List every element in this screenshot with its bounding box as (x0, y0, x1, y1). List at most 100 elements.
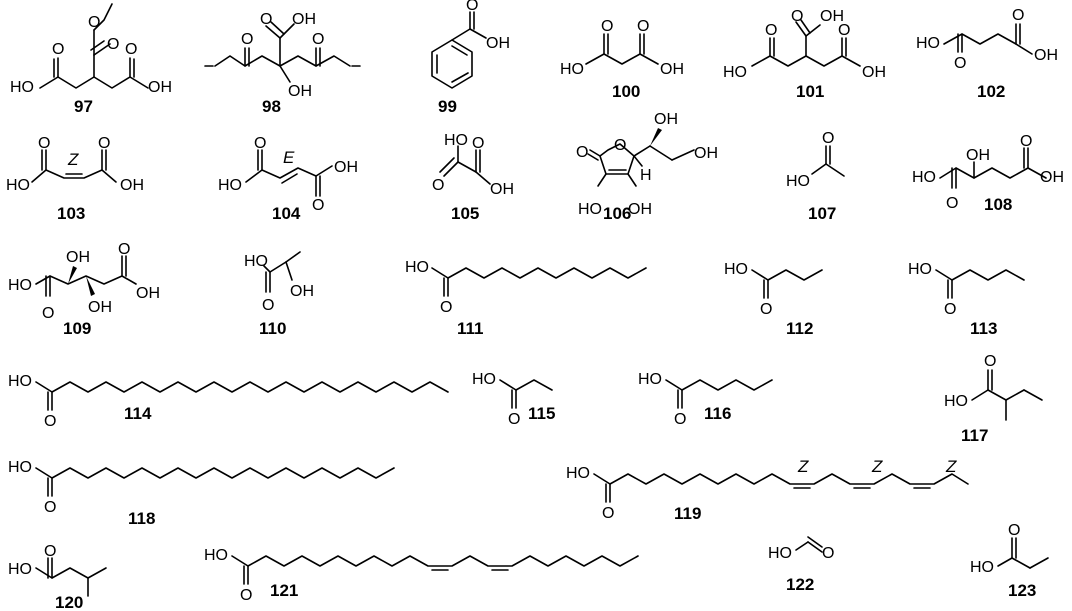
atom-label: O (44, 413, 56, 430)
compound-104: O O E HO OH 104 (218, 135, 358, 223)
atom-label: HO (8, 459, 32, 476)
atom-label: HO (218, 177, 242, 194)
atom-label: OH (490, 181, 514, 198)
atom-label: HO (560, 61, 584, 78)
atom-label: H (640, 167, 652, 184)
atom-label: OH (120, 177, 144, 194)
atom-label: O (118, 241, 130, 258)
compound-107: O HO 107 (786, 130, 845, 223)
atom-label: HO (916, 35, 940, 52)
atom-label: O (98, 135, 110, 152)
atom-label: O (38, 135, 50, 152)
compound-number: 120 (55, 593, 83, 611)
atom-label: O (674, 411, 686, 428)
atom-label: HO (944, 393, 968, 410)
atom-label: O (88, 14, 100, 31)
atom-label: O (125, 41, 137, 58)
compound-116: HO O 116 (638, 371, 773, 428)
compound-number: 107 (808, 204, 836, 223)
atom-label: OH (334, 159, 358, 176)
atom-label: O (440, 299, 452, 316)
atom-label: O (614, 137, 626, 154)
atom-label: O (42, 305, 54, 322)
compound-110: HO O OH 110 (244, 251, 314, 338)
compound-101: O O O OH HO OH 101 (723, 8, 886, 101)
atom-label: O (262, 297, 274, 314)
compound-number: 98 (262, 97, 281, 116)
compound-number: 114 (124, 404, 152, 423)
atom-label: HO (768, 545, 792, 562)
atom-label: OH (820, 8, 844, 25)
atom-label: HO (10, 79, 34, 96)
atom-label: O (576, 144, 588, 161)
atom-label: HO (6, 177, 30, 194)
compound-number: 119 (674, 504, 701, 523)
compound-number: 104 (272, 204, 301, 223)
atom-label: HO (8, 373, 32, 390)
compound-100: O O HO OH 100 (560, 18, 684, 101)
atom-label: O (508, 411, 520, 428)
atom-label: O (1020, 133, 1032, 150)
atom-label: HO (8, 561, 32, 578)
atom-label: O (601, 18, 613, 35)
compound-number: 117 (961, 426, 988, 445)
compound-number: 105 (451, 204, 479, 223)
compound-number: 111 (457, 319, 484, 338)
atom-label: HO (908, 261, 932, 278)
stereo-label: Z (871, 457, 883, 476)
atom-label: O (312, 31, 324, 48)
atom-label: HO (724, 261, 748, 278)
atom-label: O (954, 55, 966, 72)
atom-label: OH (628, 201, 652, 218)
compound-117: O HO 117 (944, 353, 1043, 445)
atom-label: HO (244, 253, 268, 270)
compound-122: HO O 122 (768, 536, 834, 594)
compound-number: 123 (1008, 581, 1036, 600)
atom-label: HO (204, 547, 228, 564)
stereo-label: Z (797, 457, 809, 476)
atom-label: OH (1040, 169, 1064, 186)
compound-number: 100 (612, 82, 640, 101)
atom-label: OH (654, 111, 678, 128)
atom-label: OH (148, 79, 172, 96)
atom-label: OH (288, 83, 312, 100)
atom-label: O (1008, 522, 1020, 539)
compound-115: HO O 115 (472, 371, 555, 428)
atom-label: OH (66, 249, 90, 266)
compound-111: HO O 111 (405, 259, 647, 338)
compound-number: 118 (128, 509, 155, 528)
atom-label: O (838, 22, 850, 39)
atom-label: OH (88, 299, 112, 316)
compound-120: O HO 120 (8, 543, 107, 611)
atom-label: O (472, 135, 484, 152)
atom-label: HO (578, 201, 602, 218)
compound-102: O O HO OH 102 (916, 7, 1058, 101)
compound-119: Z Z Z HO O 119 (566, 457, 969, 523)
compound-number: 112 (786, 319, 813, 338)
stereo-label: Z (945, 457, 957, 476)
atom-label: HO (912, 169, 936, 186)
atom-label: O (765, 22, 777, 39)
atom-label: HO (970, 559, 994, 576)
atom-label: OH (1034, 47, 1058, 64)
compound-number: 109 (63, 319, 91, 338)
compound-number: 103 (57, 204, 85, 223)
atom-label: O (240, 587, 252, 604)
stereo-label: E (283, 148, 295, 167)
compound-118: HO O 118 (8, 459, 395, 528)
atom-label: O (260, 11, 272, 28)
compound-number: 97 (74, 97, 93, 116)
atom-label: HO (472, 371, 496, 388)
atom-label: O (466, 0, 478, 14)
atom-label: HO (638, 371, 662, 388)
atom-label: O (44, 543, 56, 560)
compound-113: HO O 113 (908, 261, 1025, 338)
atom-label: OH (290, 283, 314, 300)
compound-number: 99 (438, 97, 457, 116)
compound-number: 102 (977, 82, 1005, 101)
compound-number: 101 (796, 82, 824, 101)
atom-label: HO (8, 277, 32, 294)
atom-label: O (944, 301, 956, 318)
